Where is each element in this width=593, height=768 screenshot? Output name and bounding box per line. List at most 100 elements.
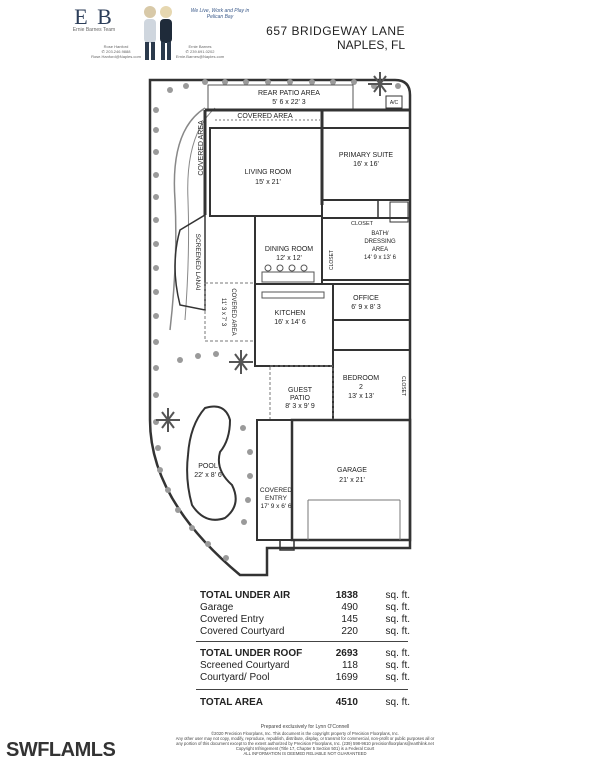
garage-label: GARAGE — [337, 467, 367, 474]
row-value: 1699 — [335, 672, 358, 683]
covered-area-top-label: COVERED AREA — [237, 113, 293, 120]
garage-dim: 21' x 21' — [339, 477, 365, 484]
office-label: OFFICE — [353, 295, 379, 302]
row-label: TOTAL UNDER ROOF — [200, 648, 303, 659]
bath-label-2: DRESSING — [364, 239, 396, 245]
guest-patio-label: GUEST — [288, 387, 313, 394]
divider — [196, 641, 408, 642]
mls-watermark: SWFLAMLS — [6, 739, 116, 761]
dining-room-label: DINING ROOM — [265, 246, 313, 253]
kitchen-dim: 16' x 14' 6 — [274, 319, 306, 326]
covered-entry-label-2: ENTRY — [265, 495, 288, 502]
bath-label: BATH/ — [371, 231, 389, 237]
covered-area-mid-label: COVERED AREA — [230, 288, 236, 335]
closet-top — [321, 199, 379, 219]
disclaimer: ALL INFORMATION IS DEEMED RELIABLE NOT G… — [243, 751, 367, 756]
row-value: 220 — [341, 626, 358, 637]
row-unit: sq. ft. — [385, 648, 410, 659]
covered-area-side-label: COVERED AREA — [198, 120, 205, 176]
palm-tree-icon — [156, 72, 392, 432]
covered-entry — [256, 419, 293, 541]
row-value: 145 — [341, 614, 358, 625]
copyright-line: Any other user may not copy, modify, rep… — [175, 736, 435, 741]
ac-label: A/C — [390, 100, 399, 106]
row-label: Courtyard/ Pool — [200, 672, 270, 683]
brand-logo: E B Ernie Barnes Team — [64, 4, 124, 36]
bedroom-label: BEDROOM — [343, 375, 379, 382]
agent-2-name: Ernie Barnes — [188, 44, 212, 49]
curved-walkway — [169, 107, 206, 331]
row-unit: sq. ft. — [385, 602, 410, 613]
powder-room — [332, 319, 411, 351]
closet-bed-label: CLOSET — [400, 376, 406, 396]
office — [332, 283, 411, 321]
landscape-shrubs — [153, 79, 401, 561]
row-unit: sq. ft. — [385, 590, 410, 601]
primary-suite-label: PRIMARY SUITE — [339, 152, 394, 159]
covered-area-mid-dim: 11' 3 x 7' 3 — [220, 298, 226, 327]
row-label: Covered Courtyard — [200, 626, 285, 637]
agents-photo-icon — [144, 6, 172, 60]
living-room-dim: 15' x 21' — [255, 179, 281, 186]
row-value: 1838 — [335, 590, 358, 601]
row-label: TOTAL AREA — [200, 697, 263, 708]
row-value: 2693 — [335, 648, 358, 659]
bath-dressing-area — [321, 217, 411, 281]
property-address: 657 BRIDGEWAY LANE — [266, 24, 405, 38]
office-dim: 6' 9 x 8' 3 — [351, 304, 381, 311]
agent-2-info: Ernie Barnes ✆ 239.691.0202 Ernie.Barnes… — [172, 44, 228, 59]
row-unit: sq. ft. — [385, 660, 410, 671]
dining-table-icon — [261, 264, 315, 283]
screened-lanai — [174, 213, 206, 311]
row-value: 118 — [342, 660, 358, 671]
bedroom-number: 2 — [359, 384, 363, 391]
row-label: Garage — [200, 602, 234, 613]
row-unit: sq. ft. — [385, 614, 410, 625]
agent-1-email: Rose.Hanford@Naples.com — [91, 54, 141, 59]
closet-side-label: CLOSET — [329, 250, 335, 270]
logo-subtitle: Ernie Barnes Team — [72, 27, 116, 33]
agent-2-email: Ernie.Barnes@Naples.com — [175, 54, 225, 59]
row-unit: sq. ft. — [385, 697, 410, 708]
logo-mark: E B — [74, 4, 114, 29]
prepared-for: Prepared exclusively for Lynn O'Connell — [260, 724, 350, 730]
pool-label: POOL — [198, 463, 218, 470]
tagline: We Live, Work and Play in Pelican Bay — [190, 8, 250, 20]
living-room-label: LIVING ROOM — [245, 169, 292, 176]
shower — [389, 201, 409, 223]
copyright-line: ©2020 Precision Floorplans, Inc. This do… — [211, 731, 399, 736]
entry-steps — [279, 539, 295, 551]
row-unit: sq. ft. — [385, 626, 410, 637]
divider — [196, 689, 408, 690]
row-label: Covered Entry — [200, 614, 264, 625]
bedroom-2 — [332, 349, 411, 421]
guest-patio-dim: 8' 3 x 9' 9 — [285, 403, 315, 410]
bedroom-dim: 13' x 13' — [348, 393, 374, 400]
covered-entry-label: COVERED — [260, 487, 292, 494]
agent-1-phone: ✆ 203.246.9888 — [101, 49, 131, 54]
ac-unit — [385, 95, 403, 109]
property-city: NAPLES, FL — [336, 38, 405, 52]
rear-patio-dim: 5' 6 x 22' 3 — [272, 99, 306, 106]
agent-2-phone: ✆ 239.691.0202 — [185, 49, 215, 54]
pool-dim: 22' x 8' 6 — [194, 472, 222, 479]
dining-room-dim: 12' x 12' — [276, 255, 302, 262]
pool — [186, 405, 237, 521]
guest-patio-label-2: PATIO — [290, 395, 311, 402]
copyright-line: any portion of this document except to t… — [176, 741, 434, 746]
bath-dim: 14' 9 x 13' 6 — [364, 255, 397, 261]
agent-photo — [137, 2, 179, 62]
agent-1-info: Rose Hanford ✆ 203.246.9888 Rose.Hanford… — [88, 44, 144, 59]
row-value: 490 — [341, 602, 358, 613]
guest-patio — [269, 365, 334, 421]
row-unit: sq. ft. — [385, 672, 410, 683]
row-value: 4510 — [335, 697, 358, 708]
row-label: Screened Courtyard — [200, 660, 290, 671]
agent-1-name: Rose Hanford — [103, 44, 129, 49]
covered-area-mid — [204, 282, 256, 342]
rear-patio-label: REAR PATIO AREA — [258, 90, 320, 97]
copyright-line: Copyright Infringement (Title 17, Chapte… — [235, 746, 375, 751]
primary-suite-dim: 16' x 16' — [353, 161, 379, 168]
closet-top-label: CLOSET — [351, 221, 374, 227]
kitchen-counter — [261, 291, 325, 299]
